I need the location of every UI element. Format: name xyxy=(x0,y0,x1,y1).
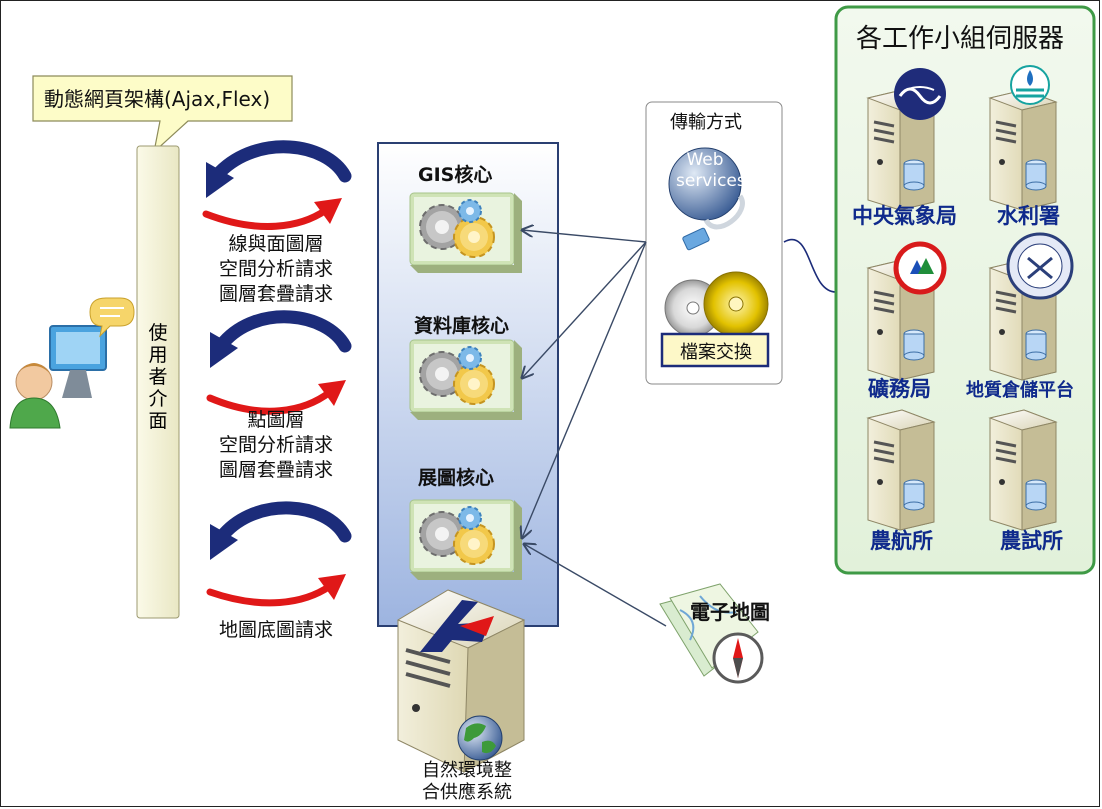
gis-core-label: GIS核心 xyxy=(418,164,493,186)
web-text-line: Web xyxy=(686,150,724,170)
geology-seal-icon xyxy=(1006,232,1074,300)
ui-char: 面 xyxy=(148,410,168,432)
request-group-basemap: 地圖底圖請求 xyxy=(198,618,354,643)
cd-discs-icon xyxy=(664,271,769,337)
request-label: 地圖底圖請求 xyxy=(218,619,333,641)
agency-geology: 地質倉儲平台 xyxy=(966,380,1074,401)
server-label-line: 自然環境整 xyxy=(422,760,512,781)
tari-server-icon xyxy=(988,408,1058,532)
map-core-label: 展圖核心 xyxy=(418,467,495,489)
e-map-icon xyxy=(659,583,764,684)
wra-logo-icon xyxy=(1010,65,1050,105)
link-to-servers xyxy=(783,238,837,293)
database-core-gears-icon xyxy=(409,339,523,421)
transfer-title: 傳輸方式 xyxy=(670,112,742,133)
callout-bubble xyxy=(32,75,293,154)
ui-char: 用 xyxy=(148,344,168,366)
user-interface-bar xyxy=(136,145,180,619)
afasi-server-icon xyxy=(866,408,936,532)
request-label: 點圖層 xyxy=(247,409,305,431)
user-interface-label: 使 用 者 介 面 xyxy=(146,322,170,432)
servers-panel-title: 各工作小組伺服器 xyxy=(856,24,1065,54)
cwb-logo-icon xyxy=(894,68,946,120)
server-label-line: 合供應系統 xyxy=(422,782,512,803)
gis-core-gears-icon xyxy=(409,192,523,274)
web-text-line: services xyxy=(676,171,746,191)
request-label: 空間分析請求 xyxy=(218,434,333,456)
request-arrows xyxy=(202,140,352,607)
web-services-globe-icon xyxy=(668,147,745,251)
file-exchange-label-box xyxy=(660,332,770,368)
request-label: 空間分析請求 xyxy=(218,258,333,280)
request-label: 圖層套疊請求 xyxy=(218,283,333,305)
callout-text: 動態網頁架構(Ajax,Flex) xyxy=(44,87,271,111)
wra-server-icon xyxy=(988,88,1058,212)
agency-afasi: 農航所 xyxy=(870,529,933,553)
request-group-points: 點圖層 空間分析請求 圖層套疊請求 xyxy=(198,408,354,483)
database-core-label: 資料庫核心 xyxy=(414,315,510,337)
connectors xyxy=(522,230,667,627)
agency-mining: 礦務局 xyxy=(868,377,931,401)
agency-tari: 農試所 xyxy=(1000,529,1063,553)
agency-wra: 水利署 xyxy=(997,204,1060,228)
request-label: 圖層套疊請求 xyxy=(218,459,333,481)
user-computer-icon xyxy=(9,297,135,429)
ui-char: 使 xyxy=(148,322,168,344)
request-label: 線與面圖層 xyxy=(228,233,324,255)
file-exchange-text: 檔案交換 xyxy=(680,342,752,363)
web-services-text: Web services xyxy=(676,150,746,192)
mining-logo-icon xyxy=(893,241,947,295)
map-core-gears-icon xyxy=(409,499,523,581)
agency-cwb: 中央氣象局 xyxy=(852,204,957,228)
e-map-label: 電子地圖 xyxy=(690,600,770,624)
central-server-label: 自然環境整 合供應系統 xyxy=(392,760,542,804)
globe-icon xyxy=(457,715,503,761)
ui-char: 者 xyxy=(148,366,168,388)
request-group-lines: 線與面圖層 空間分析請求 圖層套疊請求 xyxy=(198,232,354,307)
ui-char: 介 xyxy=(148,388,168,410)
